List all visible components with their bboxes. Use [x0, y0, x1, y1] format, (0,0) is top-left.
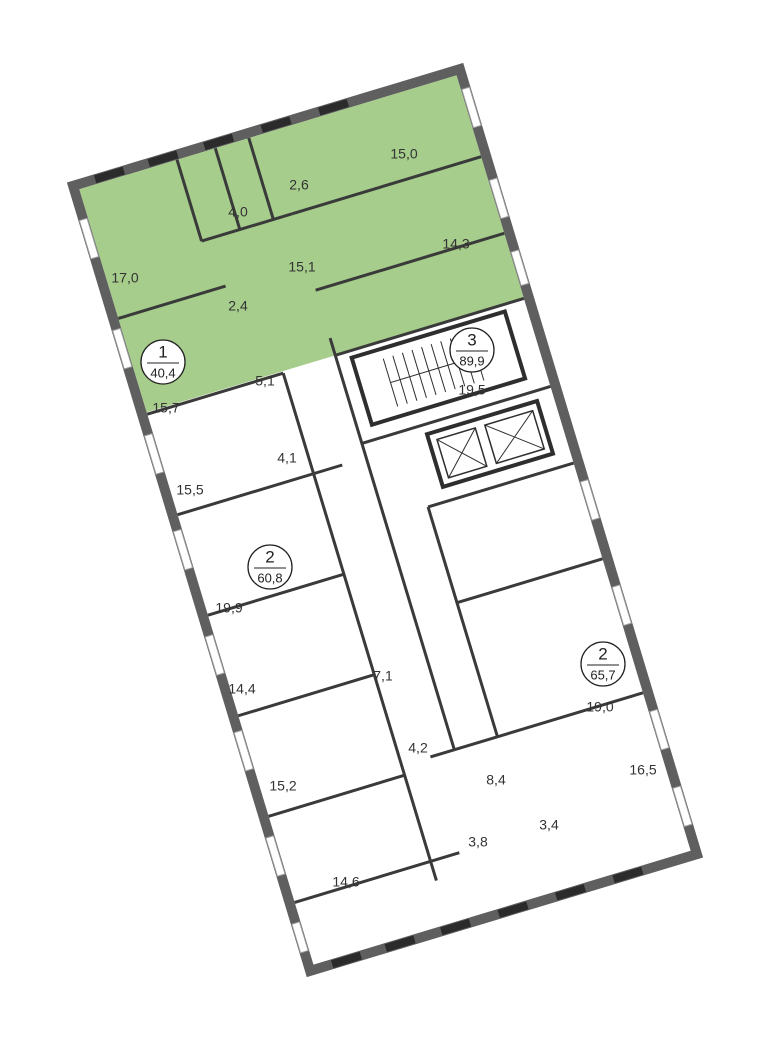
windows-right — [461, 86, 693, 828]
room-area-label: 14,6 — [332, 874, 359, 890]
apartment-rooms: 1 — [158, 342, 167, 361]
room-area-label: 15,2 — [269, 778, 296, 794]
apartment-area: 89,9 — [459, 353, 484, 368]
window-bands — [93, 99, 644, 969]
room-area-label: 2,4 — [228, 298, 248, 314]
room-area-label: 3,4 — [539, 817, 559, 833]
interior-walls — [117, 137, 644, 904]
room-area-label: 15,5 — [176, 482, 203, 498]
stair-core — [349, 308, 556, 490]
room-area-label: 2,6 — [289, 177, 309, 193]
room-area-label: 15,0 — [390, 146, 417, 162]
room-area-label: 7,1 — [373, 668, 393, 684]
room-area-label: 4,2 — [408, 740, 428, 756]
room-area-label: 8,4 — [486, 772, 506, 788]
room-area-label: 19,0 — [586, 699, 613, 715]
apartment-3-highlight — [79, 75, 524, 413]
room-area-label: 4,1 — [277, 450, 297, 466]
apartment-area: 60,8 — [257, 570, 282, 585]
room-area-label: 14,4 — [228, 681, 255, 697]
room-area-label: 19,9 — [215, 600, 242, 616]
apartment-area: 65,7 — [590, 667, 615, 682]
windows-left — [78, 217, 309, 954]
apartment-area: 40,4 — [150, 365, 175, 380]
room-area-label: 15,1 — [288, 259, 315, 275]
apartment-rooms: 2 — [598, 644, 607, 663]
building — [66, 62, 704, 978]
apartment-badge: 1 40,4 — [140, 339, 186, 385]
apartment-badge: 2 60,8 — [247, 544, 293, 590]
room-area-label: 4,0 — [228, 204, 248, 220]
apartment-badge: 2 65,7 — [580, 641, 626, 687]
room-area-label: 17,0 — [111, 270, 138, 286]
room-area-label: 3,8 — [468, 834, 488, 850]
apartment-badge: 3 89,9 — [449, 327, 495, 373]
room-labels: 17,0 4,0 2,6 15,0 15,1 14,3 2,4 19,5 15,… — [111, 146, 656, 890]
apartment-rooms: 2 — [265, 547, 274, 566]
room-area-label: 5,1 — [255, 373, 275, 389]
room-area-label: 14,3 — [442, 236, 469, 252]
room-area-label: 15,7 — [152, 400, 179, 416]
room-area-label: 16,5 — [629, 762, 656, 778]
apartment-rooms: 3 — [467, 330, 476, 349]
room-area-label: 19,5 — [458, 382, 485, 398]
